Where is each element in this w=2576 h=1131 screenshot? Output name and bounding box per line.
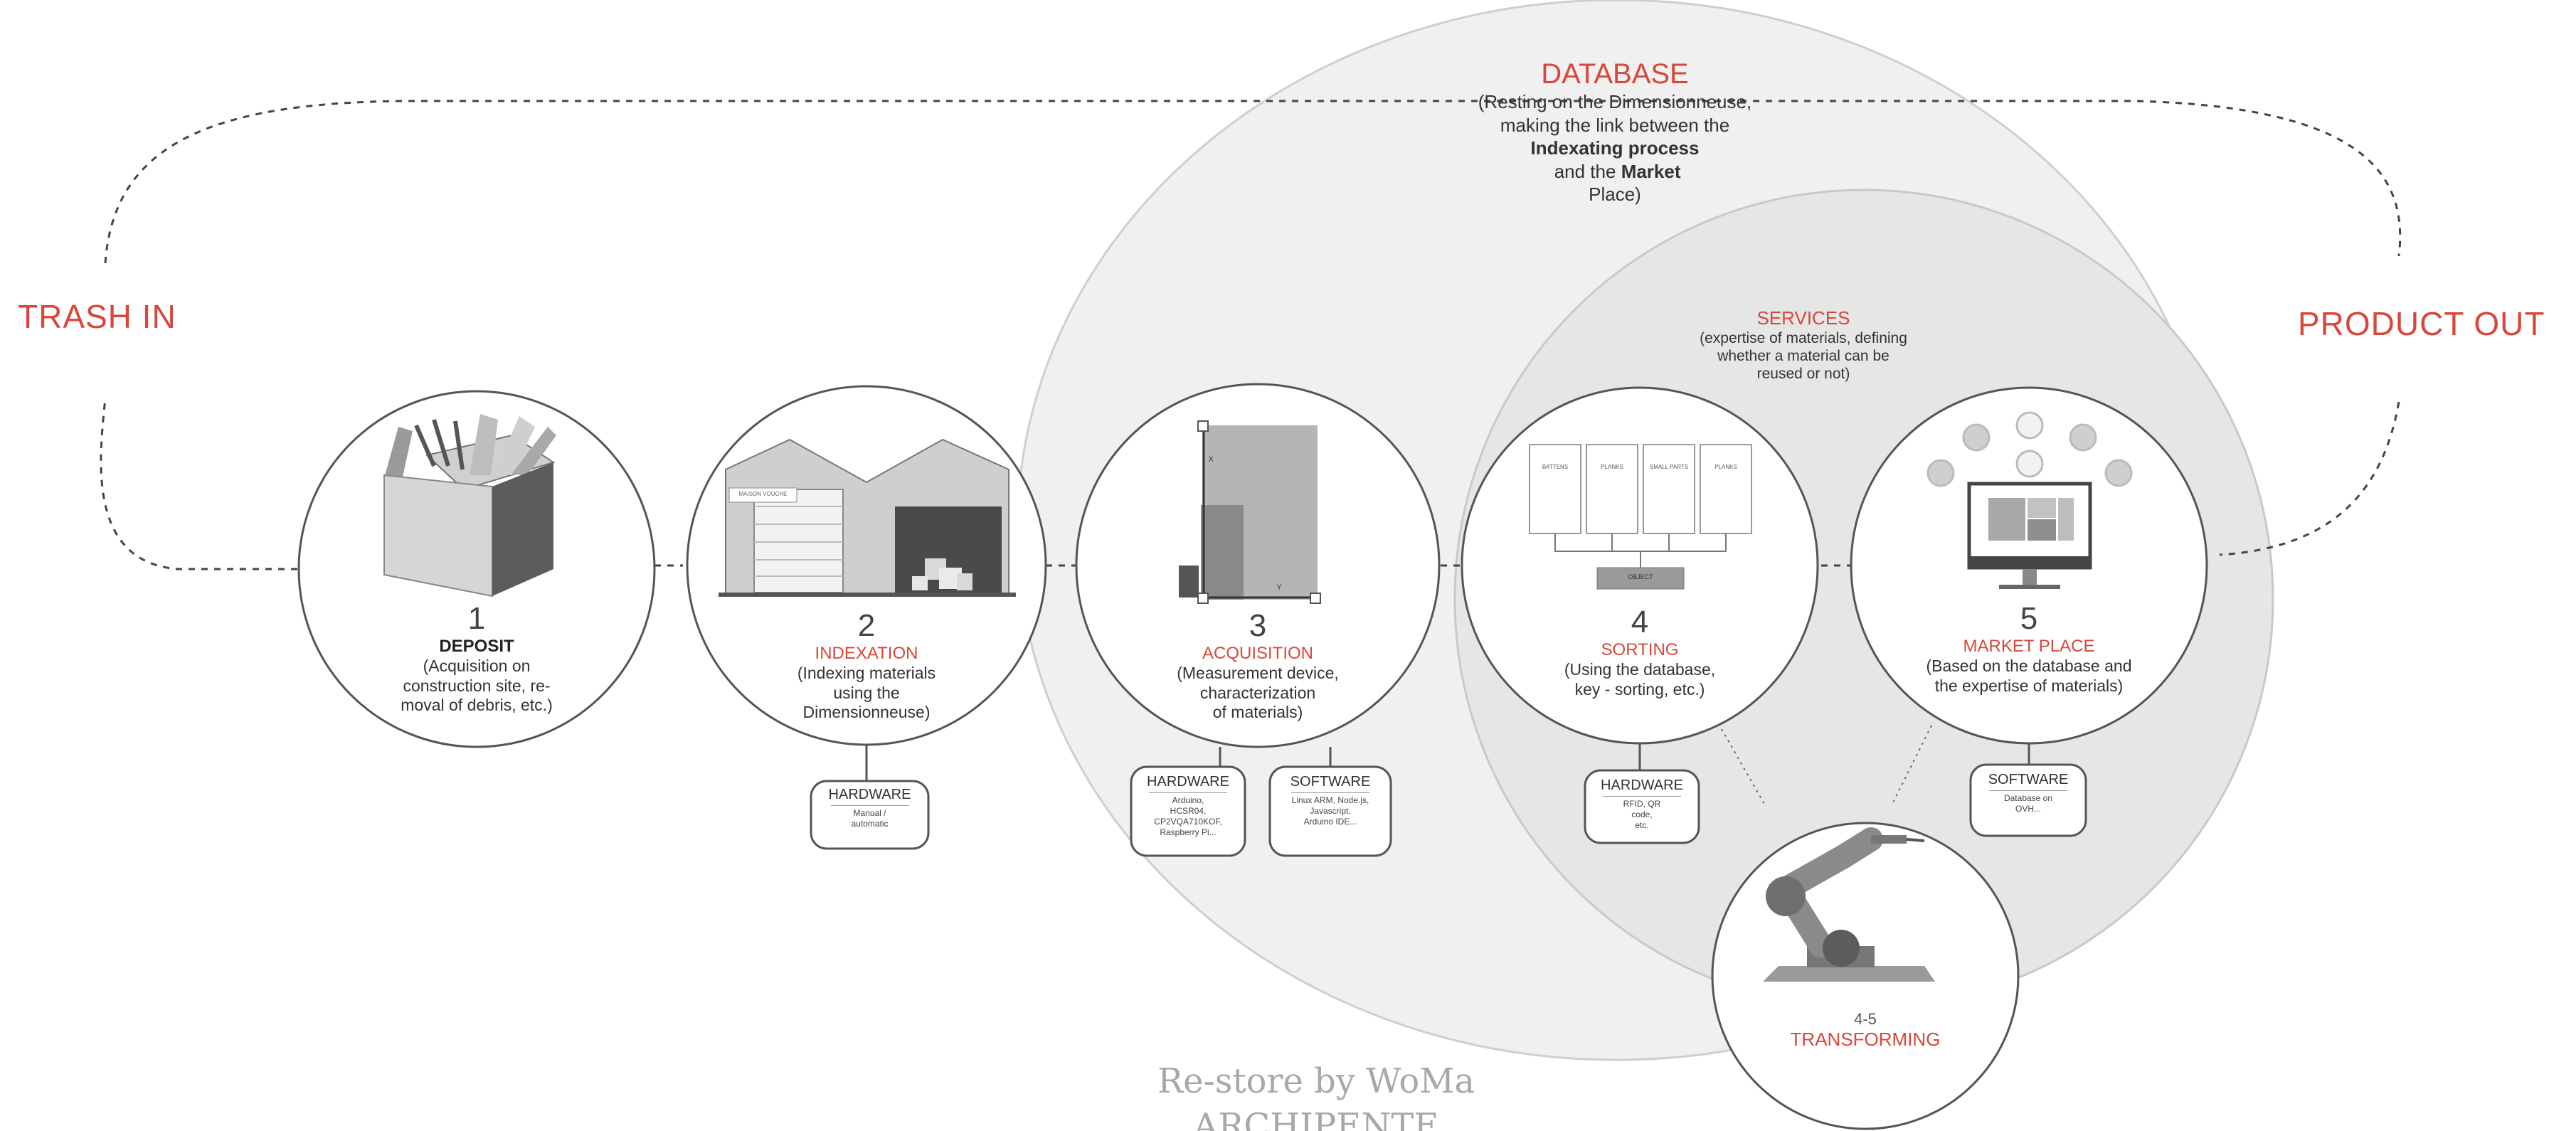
database-line-3: Indexating process and the Market xyxy=(1465,137,1764,183)
market-software-body-2: OVH... xyxy=(2015,804,2041,814)
step-3-desc-2: characterization xyxy=(1199,683,1316,702)
step-2-desc-2: using the xyxy=(833,683,900,702)
step-4-title: SORTING xyxy=(1601,640,1679,659)
acquisition-software-body-3: Arduino IDE... xyxy=(1303,817,1357,827)
services-title: SERVICES xyxy=(1756,307,1850,329)
tag-connectors xyxy=(865,743,2030,781)
step-2-text: 2 INDEXATION (Indexing materials using t… xyxy=(760,608,973,723)
database-line-1: (Resting on the Dimensionneuse, xyxy=(1478,91,1752,112)
transforming-text: 4-5 TRANSFORMING xyxy=(1759,1010,1972,1051)
step-5-text: 5 MARKET PLACE (Based on the database an… xyxy=(1901,601,2157,696)
deposit-bin-illustration xyxy=(383,414,556,598)
step-1-desc-2: construction site, re- xyxy=(403,676,551,695)
sorting-hardware-body-2: code, xyxy=(1631,809,1653,819)
acquisition-software-tag: SOFTWARE Linux ARM, Node.js, Javascript,… xyxy=(1270,774,1391,827)
step-2-desc-1: (Indexing materials xyxy=(797,664,936,682)
robot-arm-illustration xyxy=(1763,827,1935,982)
database-bold-1: Indexating process xyxy=(1530,137,1700,159)
step-5-number: 5 xyxy=(2020,601,2038,636)
sort-box-1-label: BATTENS xyxy=(1542,464,1569,470)
market-software-box[interactable] xyxy=(1969,763,2087,837)
step-4-desc-1: (Using the database, xyxy=(1564,660,1716,679)
acquisition-hardware-title: HARDWARE xyxy=(1147,774,1229,790)
watermark-line-2: ARCHIPENTE xyxy=(1193,1106,1439,1131)
transforming-dotted-links xyxy=(1721,725,1932,805)
acquisition-hardware-body-3: CP2VQA710KOF, xyxy=(1154,817,1222,827)
step-3-title: ACQUISITION xyxy=(1202,644,1313,663)
step-1-number: 1 xyxy=(467,601,486,636)
services-label-block: SERVICES (expertise of materials, defini… xyxy=(1661,307,1946,383)
database-mid: and the xyxy=(1549,160,1621,182)
marketplace-illustration xyxy=(1926,411,2133,589)
step-4-text: 4 SORTING (Using the database, key - sor… xyxy=(1533,605,1747,699)
product-out-label: PRODUCT OUT xyxy=(2298,305,2545,342)
step-5-desc-1: (Based on the database and xyxy=(1926,657,2132,675)
sorting-hardware-body-3: etc. xyxy=(1635,820,1649,830)
step-4-desc-2: key - sorting, etc.) xyxy=(1574,679,1705,699)
step-1-text: 1 DEPOSIT (Acquisition on construction s… xyxy=(370,601,583,716)
step-1-desc-3: moval of debris, etc.) xyxy=(401,696,553,715)
sorting-hardware-body-1: RFID, QR xyxy=(1623,799,1661,809)
step-1-title: DEPOSIT xyxy=(439,637,514,656)
services-line-1: (expertise of materials, defining xyxy=(1700,330,1907,346)
sorting-hardware-box[interactable] xyxy=(1584,769,1700,844)
acquisition-hardware-box[interactable] xyxy=(1130,765,1246,857)
step-3-number: 3 xyxy=(1249,608,1267,643)
acquisition-hardware-body-2: HCSR04, xyxy=(1170,806,1207,816)
step-3-text: 3 ACQUISITION (Measurement device, chara… xyxy=(1151,608,1364,723)
sorting-hardware-title: HARDWARE xyxy=(1601,777,1683,793)
sort-box-4-label: PLANKS xyxy=(1714,464,1737,470)
transforming-title: TRANSFORMING xyxy=(1790,1029,1941,1050)
step-3-desc-1: (Measurement device, xyxy=(1177,664,1339,682)
step-2-desc-3: Dimensionneuse) xyxy=(802,703,931,722)
sort-box-2-label: PLANKS xyxy=(1601,464,1623,470)
step-4-number: 4 xyxy=(1631,605,1649,639)
warehouse-illustration xyxy=(719,438,1016,597)
database-line-4: Place) xyxy=(1589,184,1641,205)
axis-y-label: Y xyxy=(1276,583,1282,592)
step-2-number: 2 xyxy=(857,608,876,643)
step-5-desc-2: the expertise of materials) xyxy=(1934,676,2124,695)
database-title: DATABASE xyxy=(1541,58,1689,90)
market-software-title: SOFTWARE xyxy=(1988,772,2069,787)
step-1-desc-1: (Acquisition on xyxy=(423,657,531,675)
dashed-loop-path xyxy=(100,100,2402,570)
market-software-tag: SOFTWARE Database on OVH... xyxy=(1971,772,2086,814)
indexation-hardware-box[interactable] xyxy=(810,780,930,850)
database-line-2: making the link between the xyxy=(1500,114,1730,136)
watermark-line-1: Re-store by WoMa xyxy=(1157,1061,1475,1101)
acquisition-software-title: SOFTWARE xyxy=(1290,774,1371,790)
sorting-illustration xyxy=(1529,444,1752,590)
acquisition-software-body-1: Linux ARM, Node.js, xyxy=(1291,795,1369,805)
database-label-block: DATABASE (Resting on the Dimensionneuse,… xyxy=(1465,58,1764,206)
step-5-title: MARKET PLACE xyxy=(1963,637,2095,656)
acquisition-hardware-tag: HARDWARE Arduino, HCSR04, CP2VQA710KOF, … xyxy=(1131,774,1245,838)
warehouse-sign-text: MAISON VOUCHE xyxy=(738,491,788,497)
indexation-hardware-tag: HARDWARE Manual / automatic xyxy=(811,787,928,829)
acquisition-hardware-body-1: Arduino, xyxy=(1172,795,1204,805)
sorting-hardware-tag: HARDWARE RFID, QR code, etc. xyxy=(1585,777,1699,831)
sort-box-3-label: SMALL PARTS xyxy=(1649,464,1689,470)
marketplace-icons xyxy=(1926,411,2133,487)
step-2-title: INDEXATION xyxy=(815,644,918,663)
services-line-2: whether a material can be xyxy=(1717,348,1889,365)
acquisition-software-box[interactable] xyxy=(1268,765,1392,857)
axis-x-label: X xyxy=(1208,455,1214,464)
indexation-hardware-body-2: automatic xyxy=(851,819,889,829)
acquisition-device-illustration xyxy=(1179,420,1321,604)
step-3-desc-3: of materials) xyxy=(1212,703,1303,722)
database-bold-2: Market xyxy=(1621,160,1681,182)
indexation-hardware-body-1: Manual / xyxy=(853,808,886,818)
market-software-body-1: Database on xyxy=(2003,793,2053,803)
acquisition-software-body-2: Javascript, xyxy=(1310,806,1351,816)
sort-object-label: OBJECT xyxy=(1628,573,1653,580)
trash-in-label: TRASH IN xyxy=(18,298,176,335)
services-line-3: reused or not) xyxy=(1756,366,1850,383)
indexation-hardware-title: HARDWARE xyxy=(828,787,911,802)
acquisition-hardware-body-4: Raspberry Pi... xyxy=(1160,827,1217,837)
transforming-number: 4-5 xyxy=(1854,1010,1877,1028)
